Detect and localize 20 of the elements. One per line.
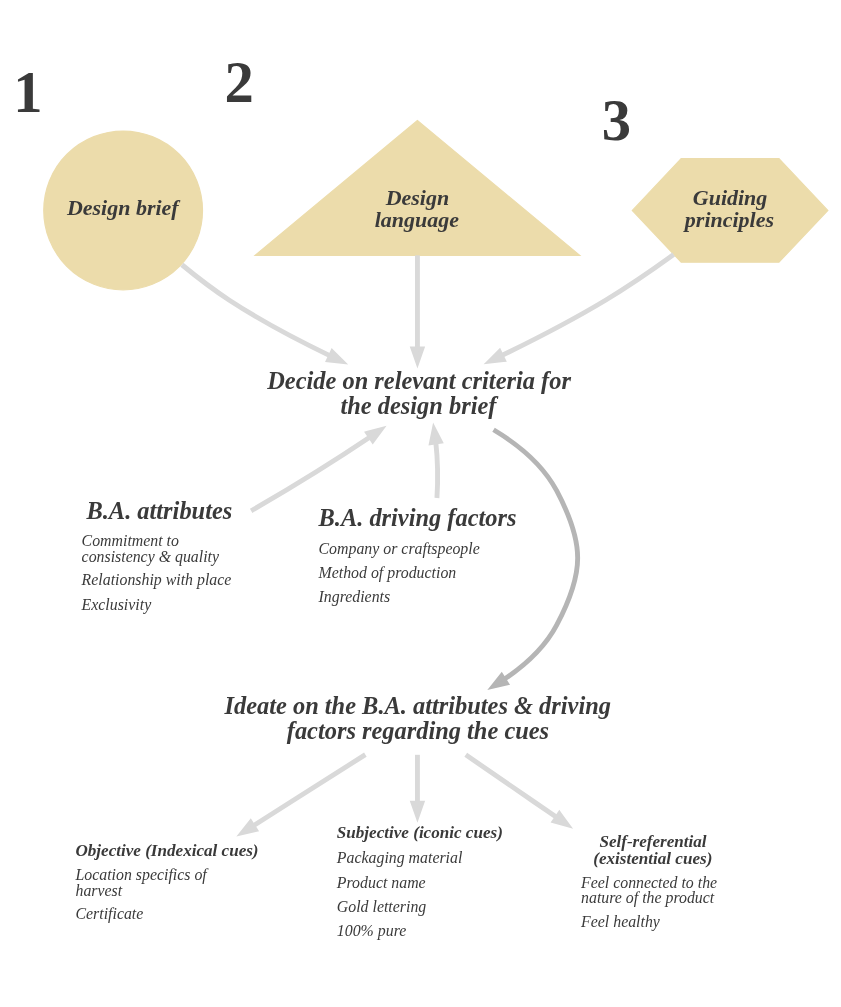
node-text: Subjective (iconic cues) Packaging material Product name Gold lettering 100% pure [336,823,503,940]
arrow [483,252,676,365]
node-text: Decide on relevant criteria for the design brief [267,367,571,419]
arrow [409,754,426,823]
node-text: B.A. attributes Commitment to consistency & quality Relationship with place Exclusivity [81,496,233,613]
arrow [409,255,426,369]
arrow [487,427,581,690]
node-label: 2 [224,49,254,115]
node-label: 1 [13,59,43,125]
arrow [249,425,387,513]
node-text: Ideate on the B.A. attributes & driving factors regarding the cues [224,692,611,744]
node-text: B.A. driving factors Company or craftspeople Method of production Ingredients [318,504,517,606]
arrow [464,752,574,829]
arrow [236,752,367,837]
node-label: 3 [601,87,632,153]
arrow [180,262,349,365]
arrow [428,422,444,499]
node-text: Self-referential (existential cues) Feel connected to the nature of the product Feel healthy [581,831,718,930]
node-circle: Design brief [43,130,204,291]
node-text: Objective (Indexical cues) Location specifics of harvest Certificate [75,840,259,923]
